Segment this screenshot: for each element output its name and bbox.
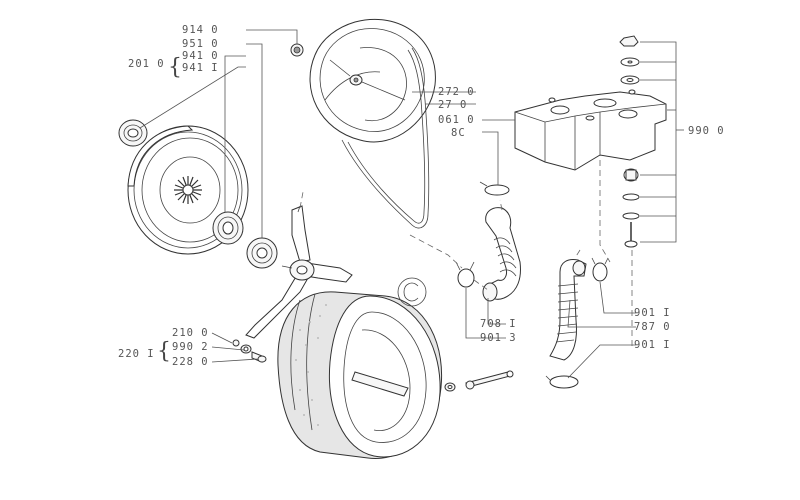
callout-941-0: 941 0 — [182, 50, 219, 62]
callout-27: 27 0 — [438, 99, 467, 111]
callout-228: 228 0 — [172, 356, 209, 368]
wash-drum-icon — [277, 291, 442, 459]
callout-990-2: 990 2 — [172, 341, 209, 353]
bearing-icon — [118, 119, 148, 147]
washer-icon — [290, 43, 304, 57]
bearing-icon — [212, 211, 244, 245]
washer-icon — [620, 57, 640, 67]
callout-220: 220 I — [118, 348, 155, 360]
washer-icon — [444, 382, 456, 392]
callout-labels: 914 0 951 0 941 0 941 I 201 0 { 272 0 27… — [118, 24, 725, 368]
counterweight-icon — [514, 89, 667, 171]
clip-ring-icon — [397, 277, 427, 307]
callout-990-right: 990 0 — [688, 125, 725, 137]
callout-901-a: 901 I — [634, 307, 671, 319]
washer-icon — [620, 75, 640, 85]
brace-220: { — [157, 339, 171, 364]
corrugated-hose-icon — [482, 207, 521, 302]
washer-icon — [623, 168, 639, 182]
bolt-icon — [232, 339, 267, 363]
callout-708: 708 I — [480, 318, 517, 330]
callout-061: 061 0 — [438, 114, 475, 126]
callout-272: 272 0 — [438, 86, 475, 98]
callout-941-1: 941 I — [182, 62, 219, 74]
bolt-icon — [465, 370, 514, 390]
hose-clamp-icon — [455, 261, 475, 288]
drive-belt-icon — [341, 47, 430, 229]
callout-901-b: 901 I — [634, 339, 671, 351]
drum-spider-icon — [245, 205, 353, 339]
hose-clamp-icon — [479, 181, 510, 196]
washer-icon — [622, 193, 640, 201]
hose-clamp-icon — [545, 375, 579, 389]
hose-clamp-icon — [591, 257, 609, 282]
callout-210: 210 0 — [172, 327, 209, 339]
callout-787: 787 0 — [634, 321, 671, 333]
washer-icon — [622, 212, 640, 220]
bolt-icon — [624, 222, 638, 248]
tub-back-icon — [309, 18, 436, 143]
callout-901-3: 901 3 — [480, 332, 517, 344]
bolt-icon — [619, 35, 639, 47]
corrugated-hose-icon — [549, 259, 587, 361]
callout-201: 201 0 — [128, 58, 165, 70]
callout-8c: 8C — [451, 127, 466, 139]
callout-951: 951 0 — [182, 38, 219, 50]
bearing-icon — [246, 237, 278, 269]
callout-914: 914 0 — [182, 24, 219, 36]
brace-201: { — [168, 55, 182, 80]
leader-lines — [139, 29, 684, 379]
